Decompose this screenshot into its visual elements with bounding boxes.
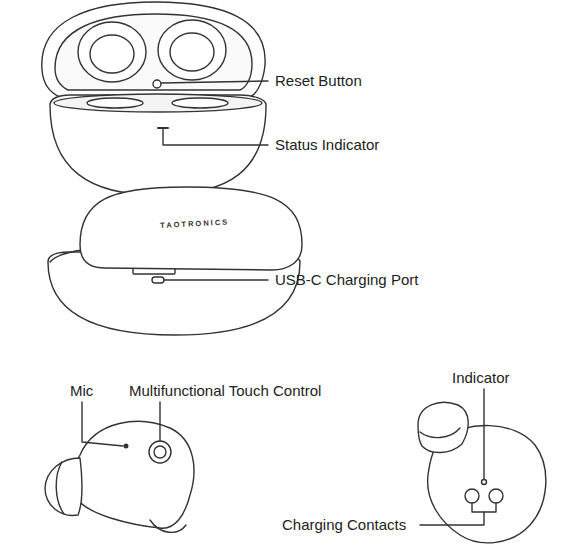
base-slot — [172, 98, 228, 108]
earbud-stem — [150, 520, 186, 532]
part-label: USB-C Charging Port — [275, 271, 418, 288]
usb-c-port — [152, 277, 164, 283]
touch-control — [154, 446, 166, 458]
lid-cavity — [90, 35, 134, 73]
lid-cavity — [78, 22, 146, 82]
leader-line — [163, 129, 268, 145]
part-label: Status Indicator — [275, 136, 379, 153]
base-rim — [54, 94, 262, 112]
reset-button — [153, 80, 161, 88]
part-label: Multifunctional Touch Control — [129, 382, 321, 399]
leader-line — [161, 81, 268, 83]
ear-tip-edge — [56, 462, 64, 514]
ear-tip-edge — [420, 428, 460, 438]
ear-tip — [418, 402, 468, 452]
lid-cavity — [158, 20, 226, 80]
leader-line — [164, 279, 268, 280]
leader-line — [483, 389, 484, 479]
part-label: Mic — [70, 382, 93, 399]
earbud-body — [73, 421, 194, 528]
touch-control — [149, 441, 171, 463]
base-slot — [87, 98, 143, 108]
part-label: Indicator — [452, 369, 510, 386]
leader-line — [82, 402, 123, 446]
indicator-led — [482, 480, 487, 485]
part-label: Reset Button — [275, 72, 362, 89]
mic-hole — [124, 444, 128, 448]
part-label: Charging Contacts — [282, 516, 406, 533]
lid-inner-rim — [55, 14, 252, 90]
leader-line — [472, 503, 496, 512]
charging-contact — [489, 489, 503, 503]
leader-line — [420, 512, 484, 525]
charging-contact — [465, 489, 479, 503]
leader-line — [159, 402, 160, 441]
case-lid — [42, 2, 265, 97]
ear-tip — [45, 458, 82, 515]
lid-cavity — [170, 33, 214, 71]
closed-case-lid — [80, 187, 302, 270]
